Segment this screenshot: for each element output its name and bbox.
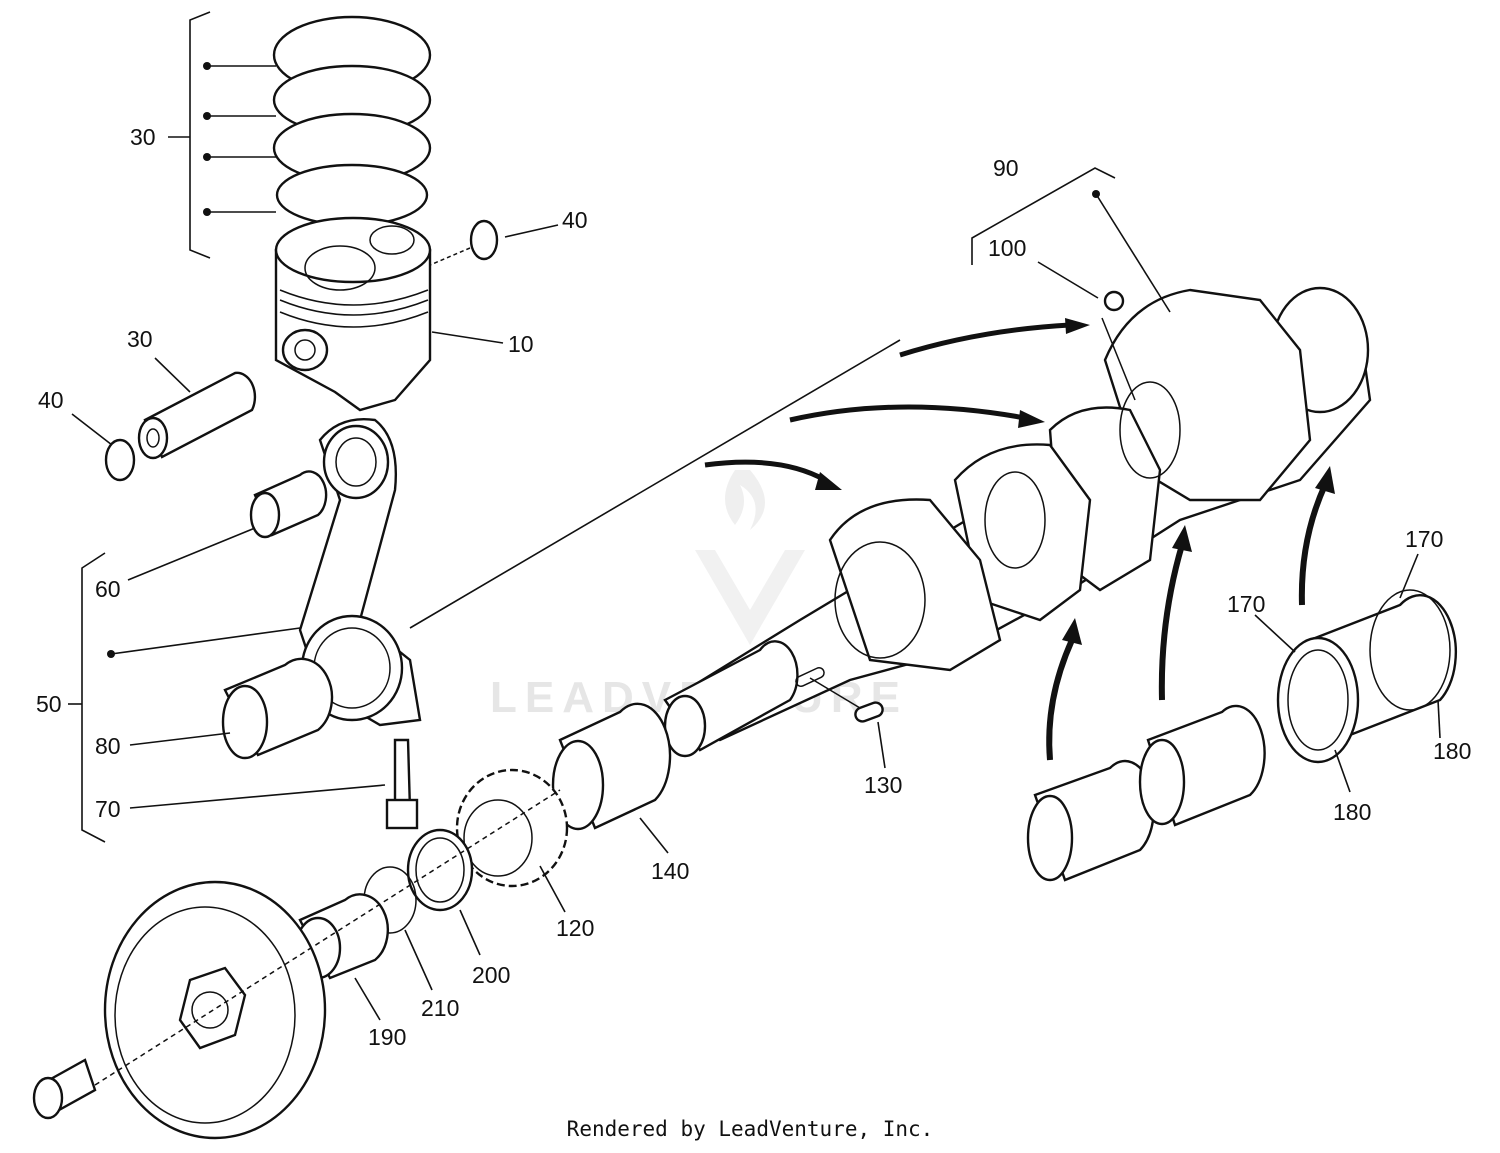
crankshaft [663,286,1372,758]
callout-170-right: 170 [1405,526,1443,552]
callout-80: 80 [95,733,121,759]
callout-210: 210 [421,995,459,1021]
callout-170-left: 170 [1227,591,1265,617]
leader-lines [68,11,1441,1086]
callout-70: 70 [95,796,121,822]
circlip-left [104,438,136,482]
crank-plug [1103,290,1125,312]
small-end-bushing [249,470,328,539]
callout-180-bottom: 180 [1333,799,1371,825]
woodruff-key [854,701,884,723]
callout-140: 140 [651,858,689,884]
callout-20: 30 [130,124,156,150]
main-bearing-1 [1026,759,1156,882]
assembly-arrows [704,318,1335,761]
callout-200: 200 [472,962,510,988]
callout-40-left: 40 [38,387,64,413]
piston-rings [272,15,432,227]
main-bearing-front [551,702,672,831]
piston [274,216,432,412]
connecting-rod [298,418,422,727]
callout-180-right: 180 [1433,738,1471,764]
footer-credit: Rendered by LeadVenture, Inc. [566,1117,934,1141]
callout-10: 10 [508,331,534,357]
circlip-right [469,219,499,261]
callout-60: 60 [95,576,121,602]
callout-90: 90 [993,155,1019,181]
watermark-logo-icon [695,470,805,645]
crank-pulley [103,880,327,1140]
callout-30: 30 [127,326,153,352]
rod-bearing [221,657,334,760]
main-bearing-rear [1276,589,1457,764]
crank-gear [455,768,569,888]
main-bearing-2 [1138,704,1266,827]
thrust-washer [406,828,474,912]
callout-40-right: 40 [562,207,588,233]
callout-120: 120 [556,915,594,941]
callout-100: 100 [988,235,1026,261]
callout-190: 190 [368,1024,406,1050]
callout-130: 130 [864,772,902,798]
rod-bolt [385,738,419,830]
pulley-bolt [32,1058,97,1120]
callout-50: 50 [36,691,62,717]
piston-pin [137,371,257,460]
